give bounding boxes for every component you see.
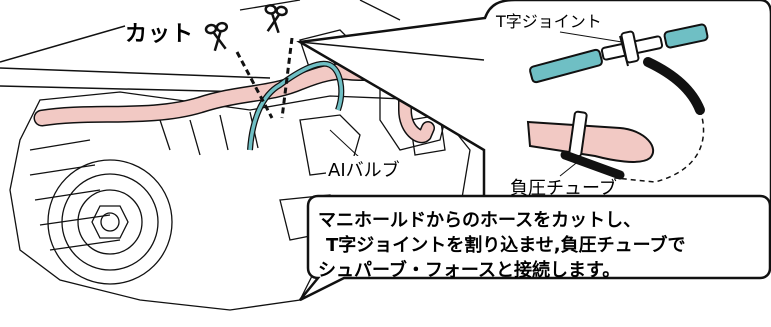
leader-line [559, 159, 581, 177]
teal-tube [529, 23, 709, 84]
scissors-icon [204, 21, 229, 52]
leader-line [0, 25, 126, 63]
scissors-icon [264, 4, 288, 34]
t-joint [600, 30, 664, 67]
inset-pink-hose [526, 110, 655, 180]
note-line: シュパーブ・フォースと接続します。 [318, 260, 621, 281]
cut-line [235, 51, 274, 119]
cut-line [280, 37, 294, 119]
t-joint-label: T字ジョイント [496, 12, 602, 31]
leader-line [0, 67, 271, 79]
leader-line [329, 129, 361, 159]
ai-valve-label: AIバルブ [326, 156, 402, 182]
instruction-note: マニホールドからのホースをカットし、 T字ジョイントを割り込ませ,負圧チューブで… [318, 208, 686, 283]
note-line: T字ジョイントを割り込ませ,負圧チューブで [326, 235, 686, 256]
vacuum-tube-label: 負圧チューブ [510, 178, 617, 199]
pulley [47, 159, 173, 285]
cut-label: カット [125, 22, 195, 47]
note-callout [299, 194, 771, 302]
black-tube [643, 57, 705, 115]
leader-line [0, 85, 251, 93]
note-line: マニホールドからのホースをカットし、 [318, 210, 642, 231]
leader-line [559, 31, 623, 43]
